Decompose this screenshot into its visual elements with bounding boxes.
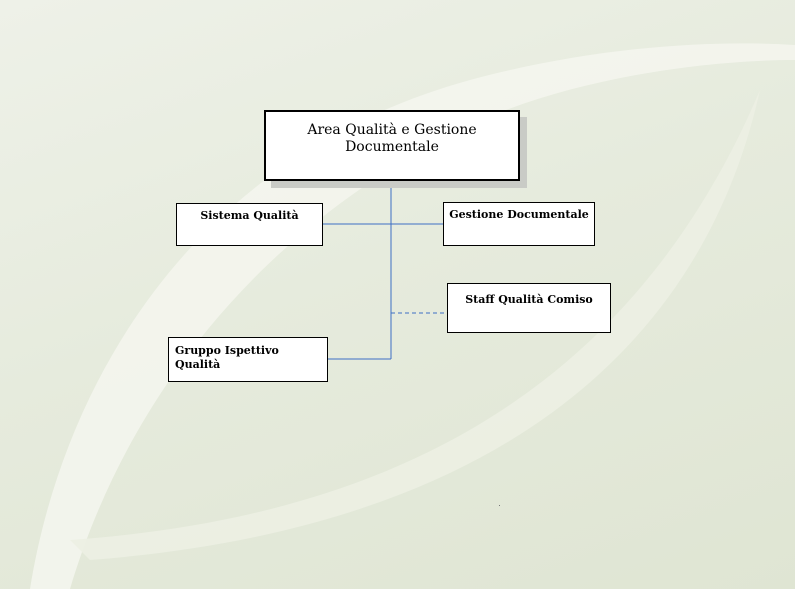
node-gestione-documentale-label: Gestione Documentale [449, 208, 589, 221]
node-sistema-qualita: Sistema Qualità [176, 203, 323, 246]
node-sistema-qualita-label: Sistema Qualità [200, 209, 299, 222]
node-staff-qualita-comiso: Staff Qualità Comiso [447, 283, 611, 333]
node-gestione-documentale: Gestione Documentale [443, 202, 595, 246]
root-node: Area Qualità e Gestione Documentale [264, 110, 520, 181]
node-gruppo-ispettivo: Gruppo Ispettivo Qualità [168, 337, 328, 382]
node-staff-qualita-comiso-label: Staff Qualità Comiso [465, 293, 593, 306]
node-gruppo-ispettivo-label: Gruppo Ispettivo Qualità [175, 344, 279, 371]
stray-dot [499, 505, 500, 506]
root-node-label: Area Qualità e Gestione Documentale [307, 122, 477, 155]
